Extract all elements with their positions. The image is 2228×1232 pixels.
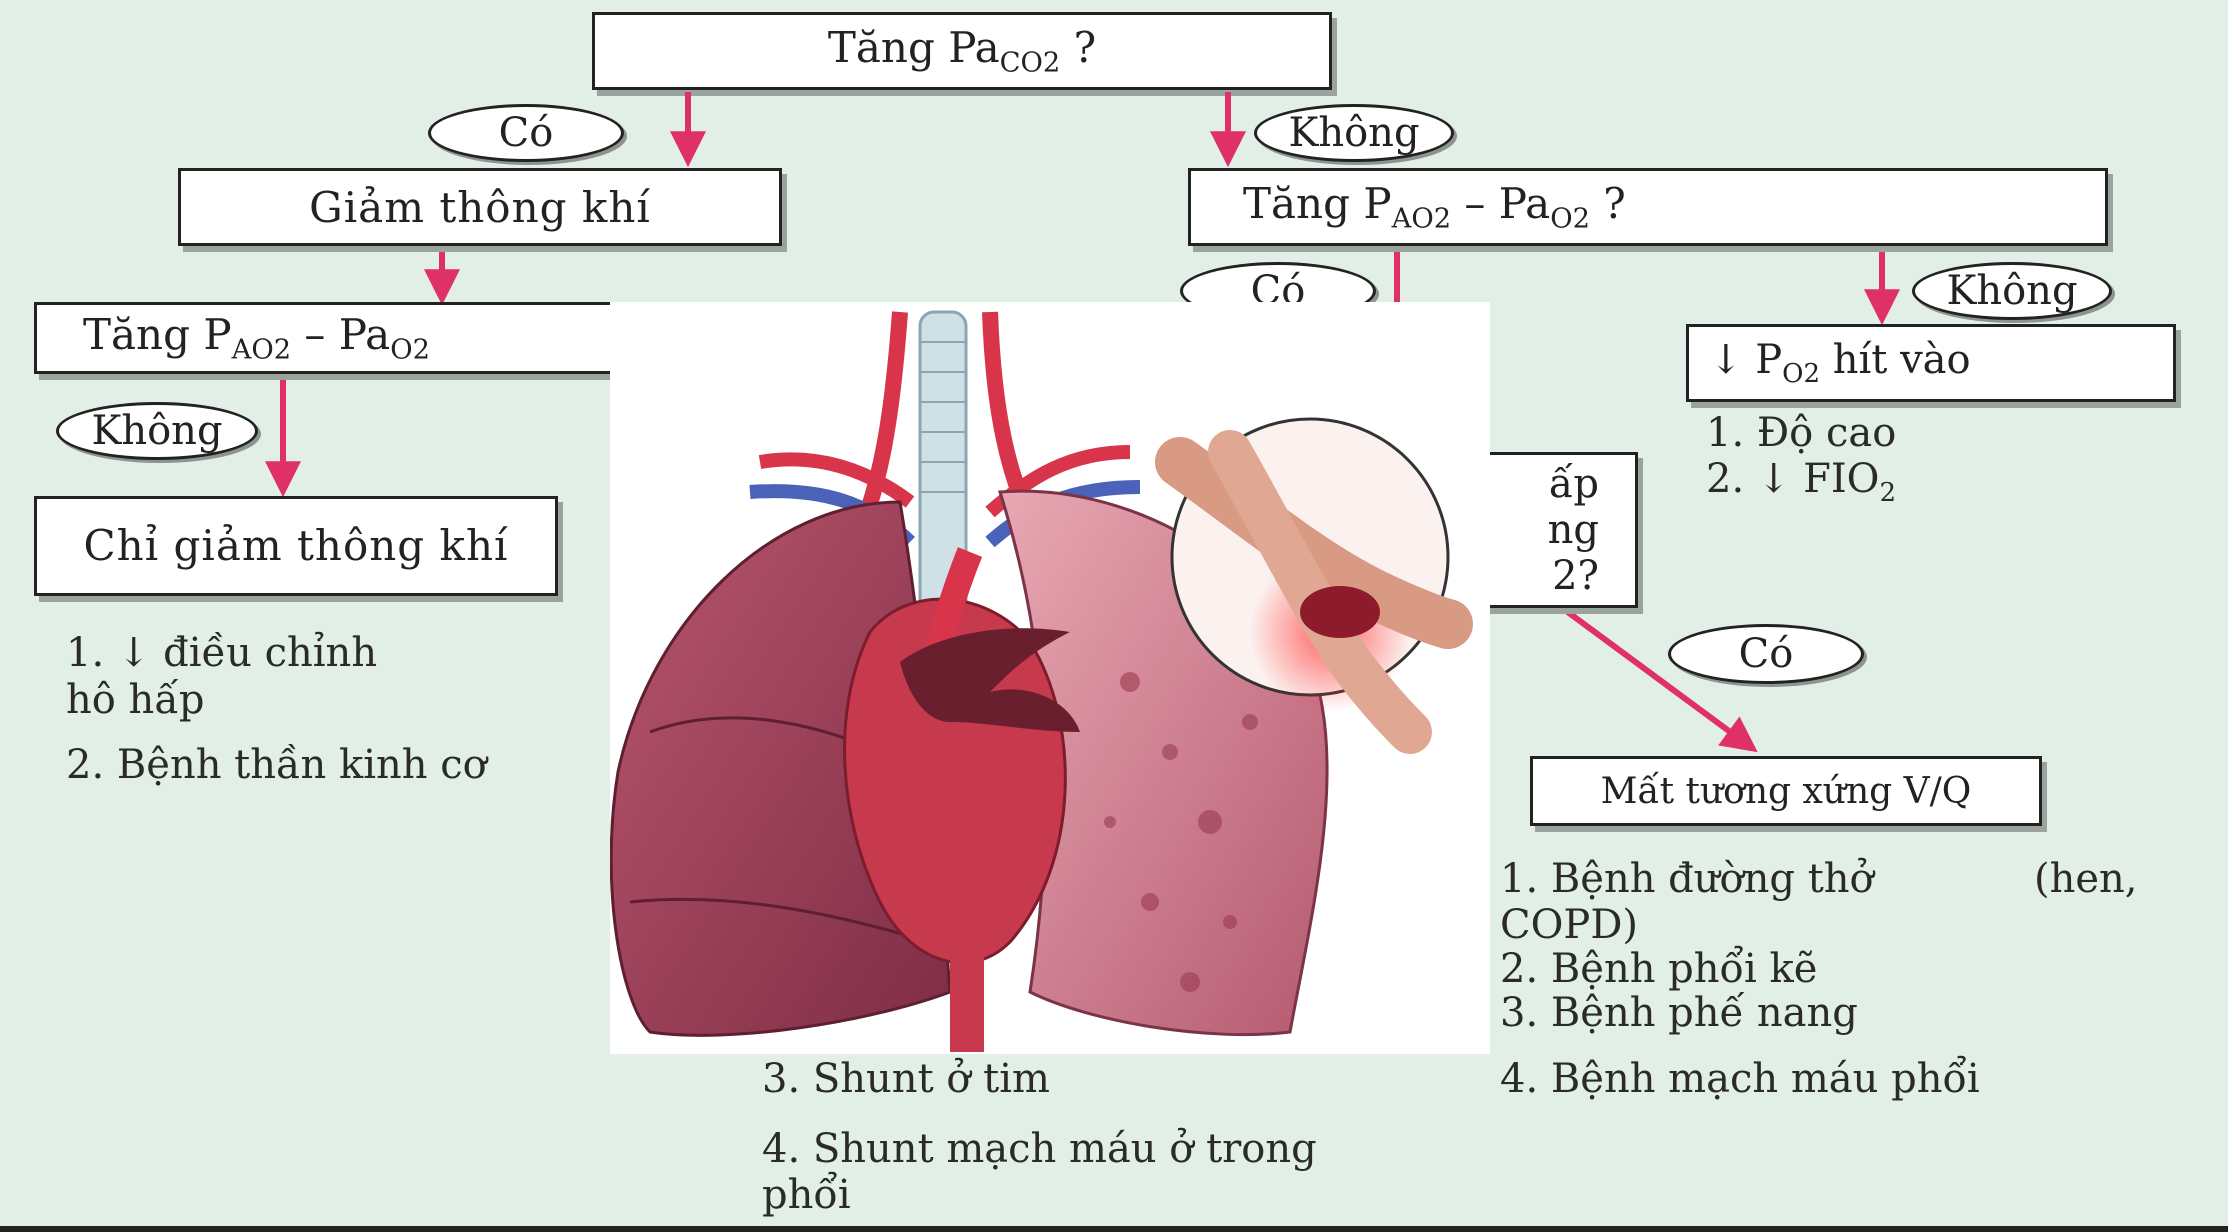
vq-cause-1-cont: COPD) xyxy=(1500,902,1638,948)
edge-label-no-left: Không xyxy=(56,402,258,460)
shunt-cause-4-cont: phổi xyxy=(762,1172,851,1218)
low-inspired-po2-node: ↓ PO2 hít vào xyxy=(1686,324,2176,402)
vq-mismatch-node: Mất tương xứng V/Q xyxy=(1530,756,2042,826)
shunt-cause-4: 4. Shunt mạch máu ở trong xyxy=(762,1126,1317,1172)
left-gradient-label: Tăng PAO2 – PaO2 xyxy=(83,310,430,365)
edge-label-no-far-right: Không xyxy=(1912,262,2112,320)
lungs-heart-illustration xyxy=(610,302,1490,1054)
hypoventilation-node: Giảm thông khí xyxy=(178,168,782,246)
aorta xyxy=(950,902,984,1052)
vq-cause-1-paren: (hen, xyxy=(2034,856,2138,902)
left-cause-1: 1. ↓ điều chỉnh xyxy=(66,630,377,676)
low-inspired-po2-label: ↓ PO2 hít vào xyxy=(1709,337,1971,389)
left-gradient-node: Tăng PAO2 – PaO2 xyxy=(34,302,674,374)
vq-cause-3: 3. Bệnh phế nang xyxy=(1500,990,1858,1036)
aa-gradient-label: Tăng PAO2 – PaO2 ? xyxy=(1243,179,1626,234)
vq-cause-2: 2. Bệnh phổi kẽ xyxy=(1500,946,1817,992)
blood-clot xyxy=(1300,586,1380,638)
vq-cause-4: 4. Bệnh mạch máu phổi xyxy=(1500,1056,1980,1102)
left-cause-1-cont: hô hấp xyxy=(66,677,204,723)
lungs-heart-drawing xyxy=(610,302,1490,1054)
bottom-rule xyxy=(0,1226,2228,1232)
left-cause-2: 2. Bệnh thần kinh cơ xyxy=(66,742,487,788)
pure-hypoventilation-node: Chỉ giảm thông khí xyxy=(34,496,558,596)
vq-cause-1: 1. Bệnh đường thở xyxy=(1500,856,1874,902)
low-fio2-cause: 2. ↓ FIO2 xyxy=(1706,456,1896,508)
shunt-cause-3: 3. Shunt ở tim xyxy=(762,1056,1050,1102)
edge-label-yes-vq: Có xyxy=(1668,624,1864,684)
altitude-cause: 1. Độ cao xyxy=(1706,410,1896,456)
edge-label-yes-left: Có xyxy=(428,104,624,162)
aa-gradient-node: Tăng PAO2 – PaO2 ? xyxy=(1188,168,2108,246)
edge-label-no-right: Không xyxy=(1254,104,1454,162)
